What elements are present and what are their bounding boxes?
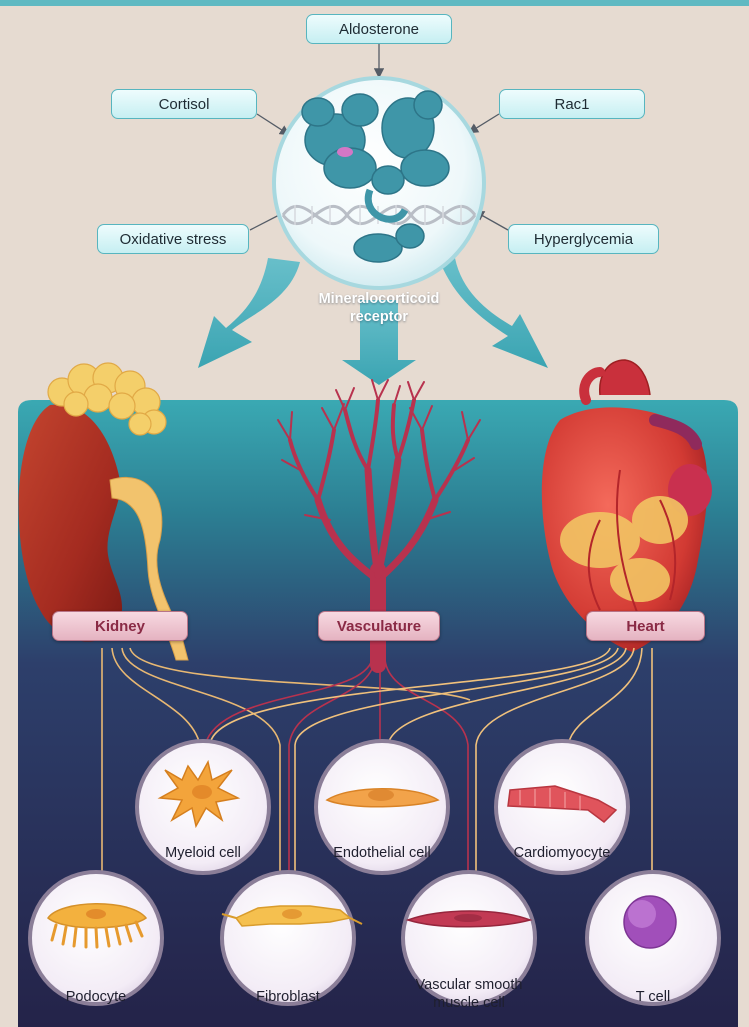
aldosterone-label: Aldosterone [306, 14, 452, 44]
receptor-label: Mineralocorticoid receptor [284, 290, 474, 326]
vascular-smooth-muscle-label: Vascular smooth muscle cell [399, 976, 539, 1012]
oxidative-stress-label: Oxidative stress [97, 224, 249, 254]
rac1-label: Rac1 [499, 89, 645, 119]
mineralocorticoid-receptor-illustration [274, 78, 484, 288]
endothelial-cell-label: Endothelial cell [317, 844, 447, 862]
receptor-label-line2: receptor [284, 308, 474, 326]
kidney-label: Kidney [52, 611, 188, 641]
heart-label: Heart [586, 611, 705, 641]
receptor-label-line1: Mineralocorticoid [284, 290, 474, 308]
vasculature-label: Vasculature [318, 611, 440, 641]
cortisol-label: Cortisol [111, 89, 257, 119]
vsmc-label-line2: muscle cell [399, 994, 539, 1012]
fibroblast-label: Fibroblast [228, 988, 348, 1006]
cardiomyocyte-label: Cardiomyocyte [497, 844, 627, 862]
vsmc-label-line1: Vascular smooth [399, 976, 539, 994]
podocyte-label: Podocyte [36, 988, 156, 1006]
t-cell-icon [624, 896, 676, 948]
fibroblast-circle [222, 872, 354, 1004]
hyperglycemia-label: Hyperglycemia [508, 224, 659, 254]
myeloid-cell-label: Myeloid cell [143, 844, 263, 862]
t-cell-label: T cell [593, 988, 713, 1006]
